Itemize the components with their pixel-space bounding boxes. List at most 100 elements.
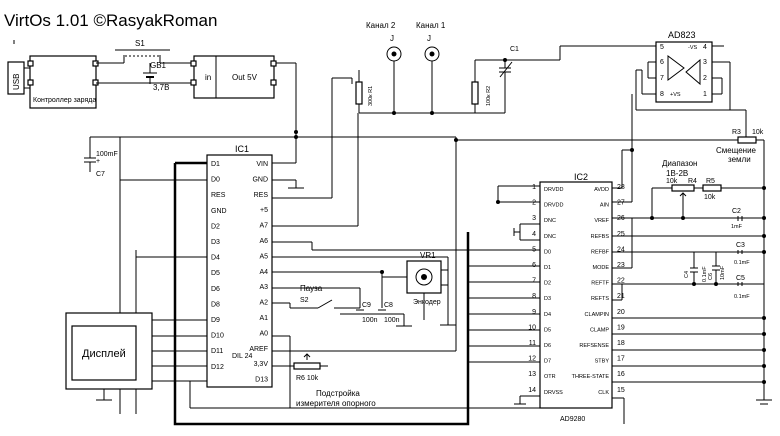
svg-text:C6: C6 — [708, 273, 714, 280]
svg-text:C4: C4 — [684, 271, 690, 278]
ic2-pin-number: 2 — [532, 200, 536, 207]
ic2-pin-label: D0 — [544, 249, 551, 255]
capacitor-c2: C2 1mF — [731, 208, 743, 230]
ref-adjust-label-2: измерителя опорного — [296, 399, 376, 408]
ic2-pin-label: MODE — [593, 265, 610, 271]
ic2-pin-label: VREF — [594, 218, 609, 224]
pause-switch-s2: Пауза S2 — [290, 284, 360, 309]
resistor-r2: 100к R2 — [471, 60, 492, 113]
svg-text:100n: 100n — [362, 317, 378, 324]
ic2-pin-label: D3 — [544, 296, 551, 302]
ic1-pin-label: D0 — [211, 177, 220, 184]
svg-text:4: 4 — [703, 44, 707, 51]
svg-text:100mF: 100mF — [96, 151, 118, 158]
ic2-pin-number: 7 — [532, 278, 536, 285]
svg-text:земли: земли — [728, 155, 751, 164]
ic1-pin-label: A5 — [259, 253, 268, 260]
svg-text:R6 10k: R6 10k — [296, 375, 319, 382]
svg-text:Энкодер: Энкодер — [413, 299, 441, 306]
svg-text:10mF: 10mF — [720, 265, 726, 280]
battery-gb1: GB1 3,7В — [96, 61, 194, 92]
ic1-pin-label: D9 — [211, 317, 220, 324]
ic2-pin-label: DNC — [544, 234, 556, 240]
ic1-pin-label: A0 — [259, 330, 268, 337]
ic2-pin-number: 8 — [532, 293, 536, 300]
capacitor-c4: C4 0.1mF — [684, 252, 708, 284]
svg-text:C7: C7 — [96, 171, 105, 178]
ic1-pin-label: A3 — [259, 284, 268, 291]
ic2-pin-label: D6 — [544, 343, 551, 349]
svg-text:-VS: -VS — [688, 45, 698, 51]
svg-text:S1: S1 — [135, 39, 145, 48]
svg-text:C3: C3 — [736, 242, 745, 249]
svg-text:C8: C8 — [384, 302, 393, 309]
charge-controller: Контроллер заряда — [27, 55, 99, 109]
ic2-pin-label: OTR — [544, 374, 556, 380]
svg-text:6: 6 — [660, 59, 664, 66]
svg-text:0.1mF: 0.1mF — [734, 260, 750, 266]
ic2-pin-number: 1 — [532, 184, 536, 191]
ic1-pin-label: D4 — [211, 255, 220, 262]
ic2-pin-number: 26 — [617, 215, 625, 222]
range-divider: Диапазон 1В-2В 10k R4 R5 10k — [662, 159, 722, 201]
svg-text:3: 3 — [703, 59, 707, 66]
capacitor-c9: C9 100n — [356, 302, 378, 324]
resistor-r6: R6 10k — [272, 353, 328, 382]
svg-text:1mF: 1mF — [731, 224, 743, 230]
svg-text:Диапазон: Диапазон — [662, 159, 697, 168]
ic1-board: IC1 DIL 24 D1D0RESGNDD2D3D4D5D6D8D9D10D1… — [206, 144, 273, 388]
svg-text:+VS: +VS — [670, 92, 681, 98]
ic1-pin-label: A2 — [259, 300, 268, 307]
opamp-ad823: AD823 5 6 7 8 4 3 2 1 -VS +VS — [642, 30, 724, 103]
ic2-pin-number: 10 — [528, 324, 536, 331]
svg-text:R4: R4 — [688, 178, 697, 185]
ic2-pin-number: 11 — [529, 340, 536, 347]
ic1-pin-label: GND — [211, 208, 227, 215]
ic2-pin-label: CLAMPIN — [585, 312, 609, 318]
capacitor-c8: C8 100n — [378, 302, 400, 324]
svg-text:5: 5 — [660, 44, 664, 51]
svg-text:C5: C5 — [736, 275, 745, 282]
ic1-pin-label: GND — [252, 176, 268, 183]
ic1-pin-label: D13 — [255, 377, 268, 384]
ic2-pin-label: DRVDD — [544, 203, 563, 209]
svg-text:S2: S2 — [300, 297, 309, 304]
svg-text:0.1mF: 0.1mF — [702, 266, 708, 282]
ic2-pin-label: CLK — [598, 390, 609, 396]
ic2-pin-label: CLAMP — [590, 327, 609, 333]
ic1-pin-label: A6 — [259, 238, 268, 245]
svg-text:10k: 10k — [666, 178, 678, 185]
ic1-pin-label: D6 — [211, 286, 220, 293]
ic2-pin-label: THREE-STATE — [572, 374, 610, 380]
svg-text:Out 5V: Out 5V — [232, 73, 258, 82]
ic1-pin-label: AREF — [249, 346, 268, 353]
ic1-pin-label: D10 — [211, 333, 224, 340]
channel-1-jack: Канал 1 J — [416, 21, 446, 113]
svg-text:C9: C9 — [362, 302, 371, 309]
svg-text:J: J — [427, 34, 431, 43]
resistor-r1: 300к R1 — [332, 70, 374, 113]
svg-text:+: + — [96, 158, 100, 165]
ic2-pin-number: 21 — [617, 293, 625, 300]
ic2-pin-label: DRVSS — [544, 390, 563, 396]
ic1-pin-label: RES — [254, 192, 269, 199]
capacitor-c5: C5 0.1mF — [734, 275, 750, 300]
regulator-5v: in Out 5V — [190, 55, 297, 132]
ic2-pin-number: 17 — [617, 356, 625, 363]
ic2-pin-number: 20 — [617, 309, 625, 316]
svg-text:VR1: VR1 — [420, 251, 436, 260]
ic2-pin-number: 22 — [617, 278, 625, 285]
ic1-pin-label: VIN — [256, 161, 268, 168]
svg-text:Контроллер заряда: Контроллер заряда — [33, 97, 96, 104]
ic2-pin-number: 19 — [617, 324, 625, 331]
encoder-vr1: VR1 Энкодер — [406, 251, 456, 326]
svg-text:100к R2: 100к R2 — [486, 86, 492, 106]
ic1-pin-label: A1 — [259, 315, 268, 322]
ic2-pin-number: 9 — [532, 309, 536, 316]
ic1-pin-label: A4 — [259, 269, 268, 276]
svg-text:R3: R3 — [732, 129, 741, 136]
svg-text:10k: 10k — [752, 129, 764, 136]
ic2-pin-number: 23 — [617, 262, 625, 269]
ic2-pin-label: D7 — [544, 359, 551, 365]
